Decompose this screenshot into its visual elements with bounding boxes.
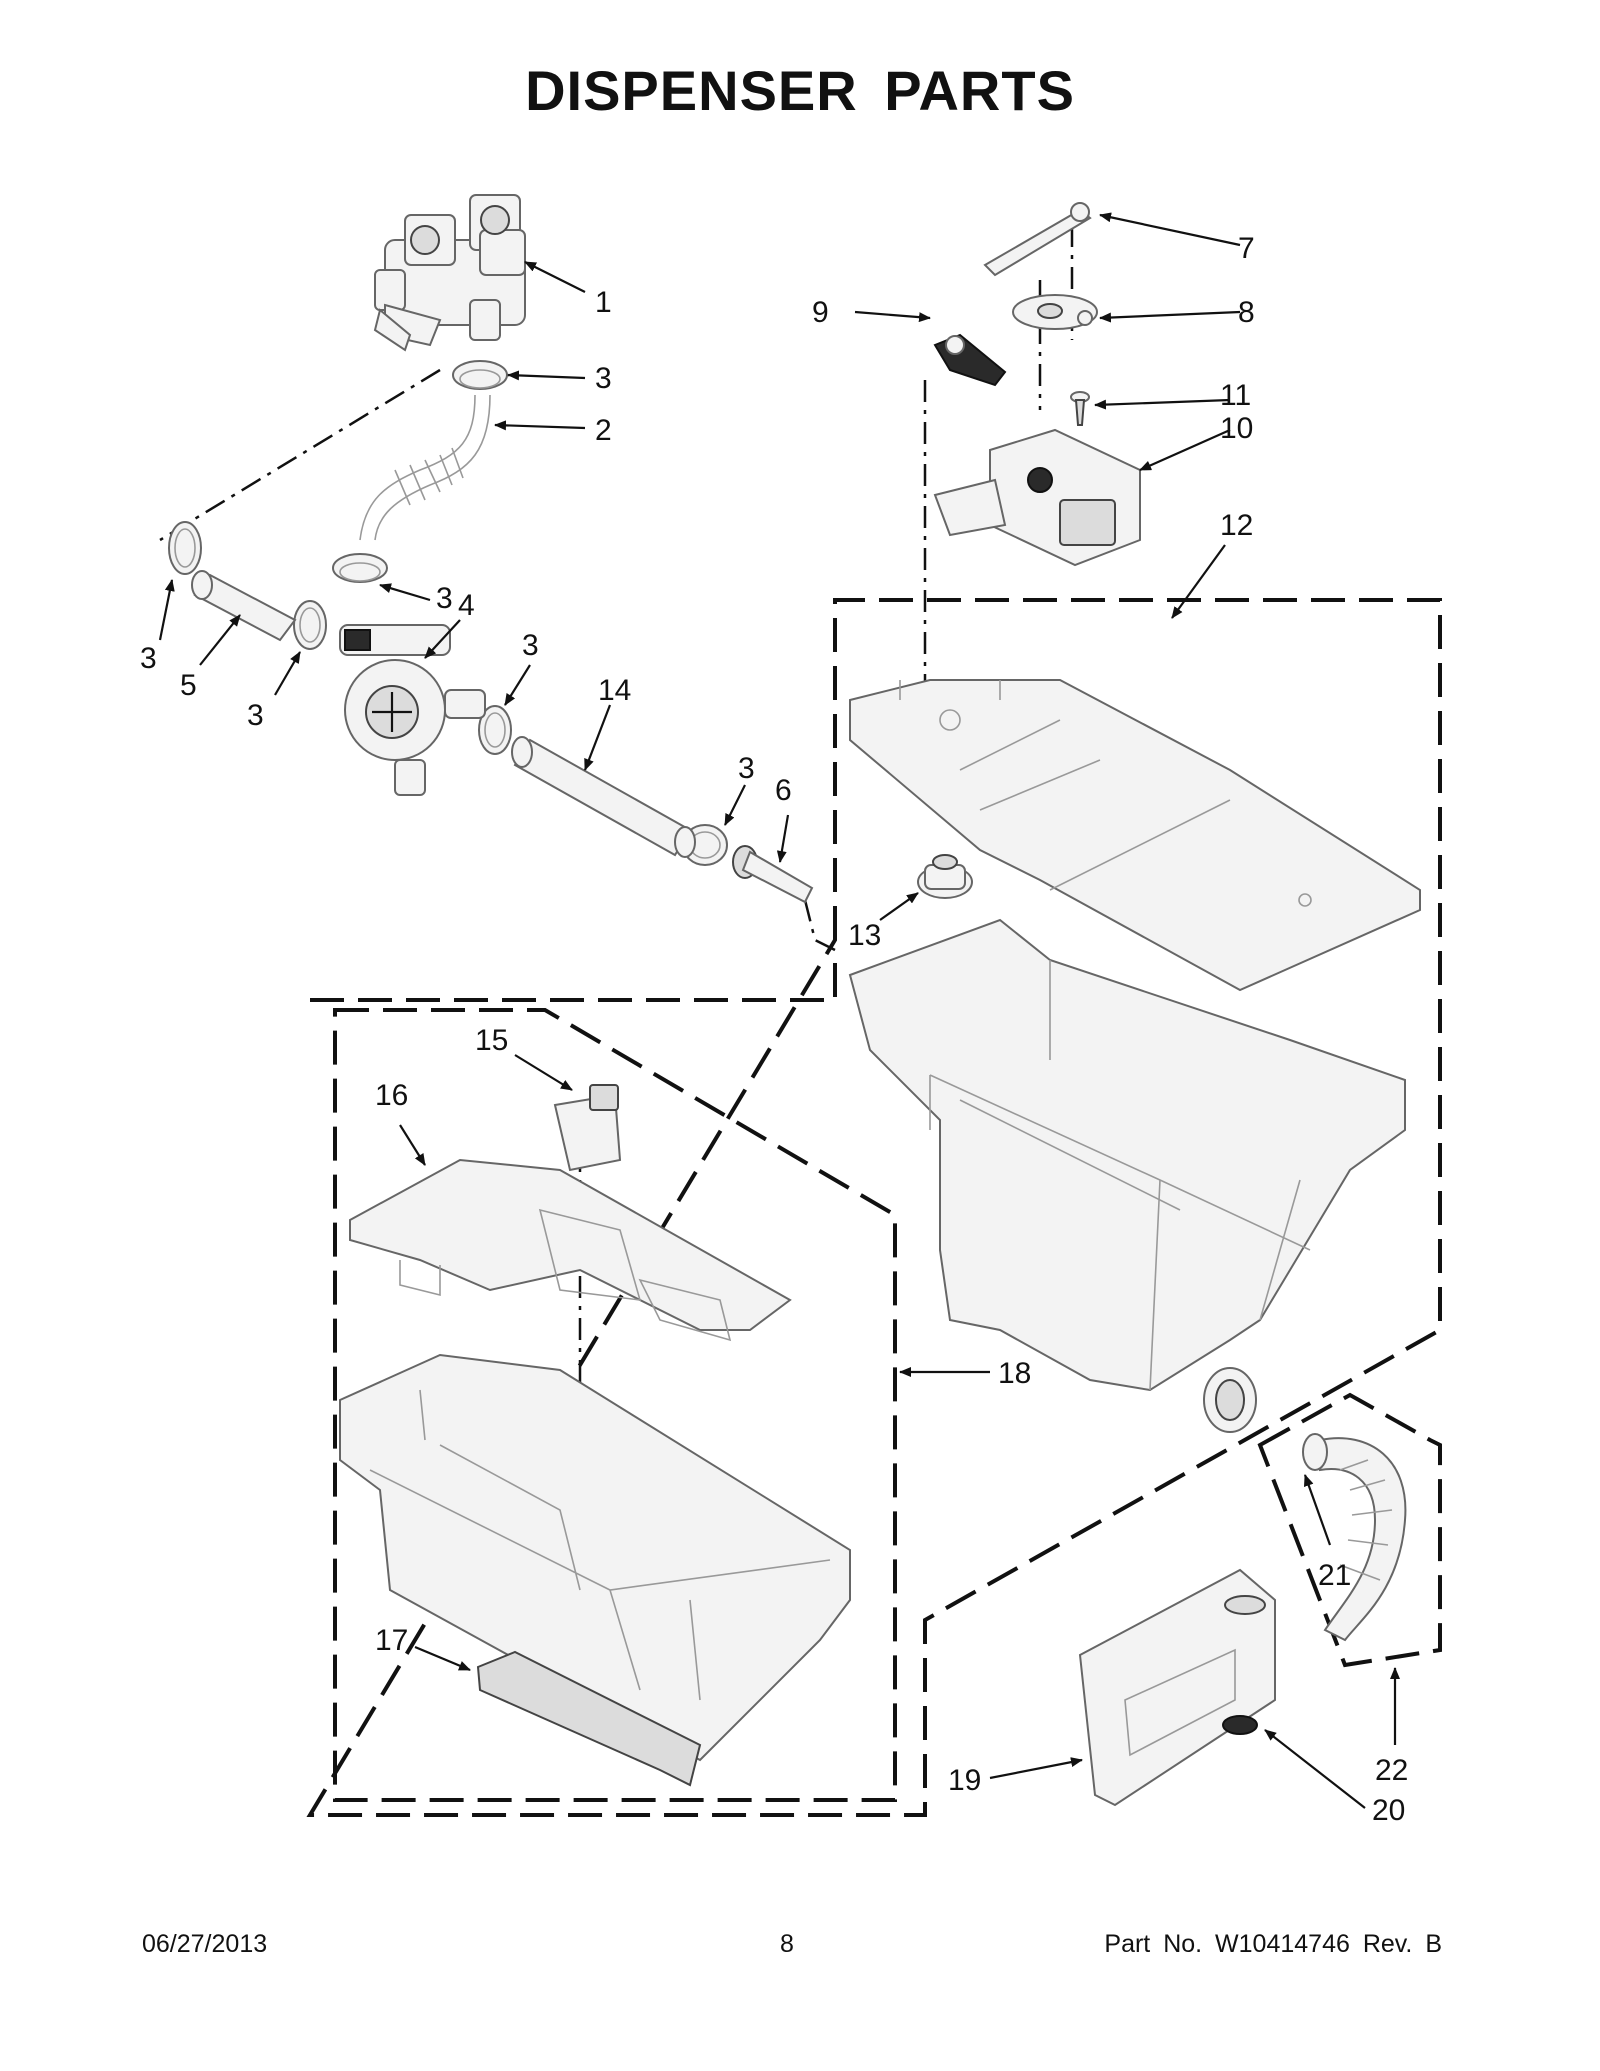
clamp bbox=[293, 600, 327, 650]
callout-14: 14 bbox=[598, 674, 631, 707]
callout-5: 5 bbox=[180, 669, 197, 702]
leader-21 bbox=[1303, 1474, 1332, 1546]
callout-22: 22 bbox=[1375, 1754, 1408, 1787]
callout-17: 17 bbox=[375, 1624, 408, 1657]
hose bbox=[359, 394, 491, 541]
cam-gear bbox=[1012, 294, 1098, 330]
callout-3: 3 bbox=[436, 582, 453, 615]
dispenser-housing bbox=[848, 918, 1406, 1433]
brand-badge bbox=[1222, 1715, 1258, 1735]
leader-8 bbox=[1099, 310, 1241, 323]
callout-20: 20 bbox=[1372, 1794, 1405, 1827]
clamp bbox=[452, 360, 508, 390]
leader-11 bbox=[1094, 398, 1231, 410]
leader-13 bbox=[879, 892, 919, 921]
callout-3: 3 bbox=[522, 629, 539, 662]
leader-16 bbox=[399, 1124, 426, 1166]
leader-1 bbox=[524, 261, 586, 293]
callout-9: 9 bbox=[812, 296, 829, 329]
footer-page-number: 8 bbox=[780, 1930, 794, 1958]
page-title: DISPENSER PARTS bbox=[525, 59, 1075, 122]
callout-3: 3 bbox=[738, 752, 755, 785]
callout-7: 7 bbox=[1238, 232, 1255, 265]
siphon-cap bbox=[553, 1084, 622, 1172]
actuator-motor bbox=[933, 428, 1141, 567]
leader-3 bbox=[504, 664, 531, 706]
callout-3: 3 bbox=[595, 362, 612, 395]
link-arm bbox=[983, 202, 1092, 277]
callout-11: 11 bbox=[1220, 379, 1251, 412]
callout-13: 13 bbox=[848, 919, 881, 952]
footer-part-number: Part No. W10414746 Rev. B bbox=[1104, 1930, 1442, 1958]
callout-10: 10 bbox=[1220, 412, 1253, 445]
grommet bbox=[917, 854, 973, 899]
callout-12: 12 bbox=[1220, 509, 1253, 542]
leader-3 bbox=[379, 583, 431, 602]
long-hose bbox=[511, 736, 696, 858]
mixing-pump bbox=[339, 624, 486, 796]
leader-3 bbox=[724, 784, 746, 826]
drawer-handle bbox=[1078, 1568, 1276, 1807]
drawer-cover bbox=[349, 1158, 792, 1342]
leader-10 bbox=[1139, 428, 1231, 472]
clamp bbox=[478, 705, 512, 755]
callout-8: 8 bbox=[1238, 296, 1255, 329]
assembly-18-outer-boundary bbox=[306, 598, 1442, 1817]
leader-12 bbox=[1171, 544, 1226, 619]
leader-14 bbox=[583, 704, 612, 771]
leader-7 bbox=[1099, 212, 1241, 247]
short-hose bbox=[191, 570, 297, 642]
actuator-arm bbox=[933, 333, 1007, 387]
callout-21: 21 bbox=[1318, 1559, 1351, 1592]
dispenser-lid bbox=[849, 679, 1421, 992]
assembly-22-boundary bbox=[1257, 1392, 1442, 1668]
callout-19: 19 bbox=[948, 1764, 981, 1797]
nozzle bbox=[732, 845, 814, 904]
leader-15 bbox=[514, 1054, 573, 1091]
leader-6 bbox=[776, 814, 790, 863]
callout-6: 6 bbox=[775, 774, 792, 807]
alignment-line-valve-hose bbox=[159, 368, 441, 542]
leader-2 bbox=[494, 420, 586, 431]
leader-17 bbox=[414, 1645, 471, 1672]
leader-20 bbox=[1264, 1729, 1366, 1809]
drawer-strip bbox=[476, 1650, 702, 1787]
leader-3 bbox=[274, 651, 301, 696]
callout-18: 18 bbox=[998, 1357, 1031, 1390]
footer-date: 06/27/2013 bbox=[142, 1930, 268, 1958]
leader-19 bbox=[989, 1757, 1083, 1780]
leader-3 bbox=[507, 370, 586, 381]
screw bbox=[1070, 391, 1090, 426]
assembly-18-inner-boundary bbox=[333, 1008, 897, 1802]
drain-hose bbox=[1302, 1433, 1407, 1642]
leader-5 bbox=[199, 614, 241, 666]
callout-1: 1 bbox=[595, 286, 612, 319]
callout-3: 3 bbox=[247, 699, 264, 732]
leader-3 bbox=[158, 579, 175, 641]
callout-16: 16 bbox=[375, 1079, 408, 1112]
callout-4: 4 bbox=[458, 589, 475, 622]
dispenser-drawer bbox=[339, 1353, 851, 1762]
callout-2: 2 bbox=[595, 414, 612, 447]
callout-3: 3 bbox=[140, 642, 157, 675]
leader-4 bbox=[424, 619, 461, 659]
callout-15: 15 bbox=[475, 1024, 508, 1057]
clamp bbox=[332, 553, 388, 583]
alignment-line-hose-pipe bbox=[803, 899, 836, 952]
clamp bbox=[168, 521, 202, 575]
water-valve bbox=[373, 194, 526, 352]
leader-9 bbox=[854, 310, 931, 323]
